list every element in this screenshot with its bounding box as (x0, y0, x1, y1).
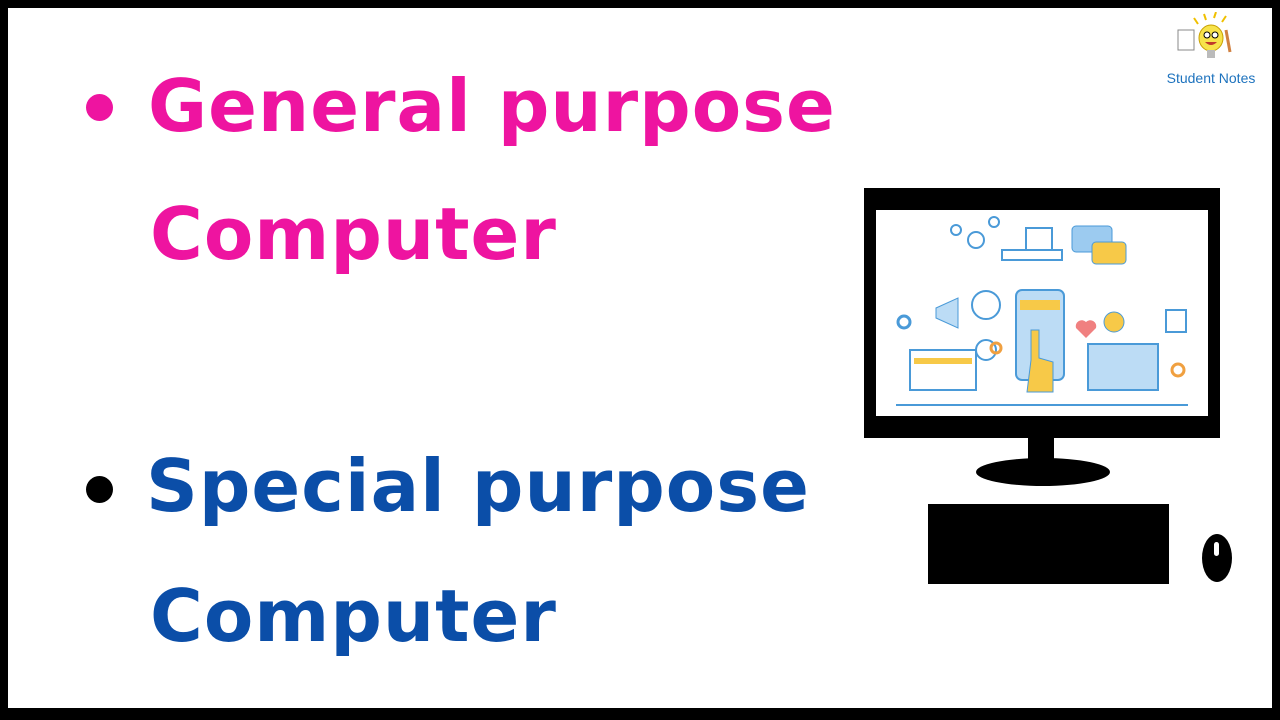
monitor (864, 188, 1220, 438)
general-purpose-line1: General purpose (148, 64, 836, 148)
mouse-wheel (1214, 542, 1219, 556)
student-notes-logo: Student Notes (1156, 11, 1266, 88)
general-purpose-line2: Computer (150, 192, 557, 276)
keyboard (928, 504, 1169, 584)
mouse-icon (1202, 534, 1232, 582)
slide: General purpose Computer Special purpose… (8, 8, 1272, 708)
digital-marketing-icons (896, 216, 1188, 406)
special-purpose-line1: Special purpose (146, 444, 810, 528)
special-purpose-line2: Computer (150, 574, 557, 658)
lightbulb-mascot-icon (1177, 11, 1232, 58)
monitor-screen (876, 210, 1208, 416)
bullet-dot-pink (86, 94, 113, 121)
monitor-stand (976, 458, 1110, 486)
bullet-dot-black (86, 476, 113, 503)
logo-text: Student Notes (1166, 70, 1256, 86)
